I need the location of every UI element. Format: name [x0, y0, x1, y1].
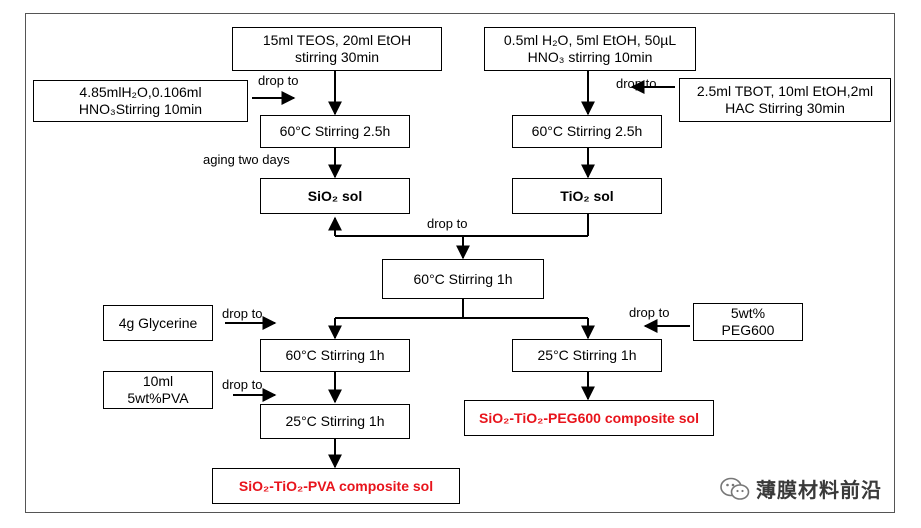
label-aging: aging two days: [203, 152, 290, 167]
pva-sol-box: SiO₂-TiO₂-PVA composite sol: [212, 468, 460, 504]
stir-left-label: 60°C Stirring 2.5h: [279, 123, 391, 139]
stir-left-box: 60°C Stirring 2.5h: [260, 115, 410, 148]
glycerine-box: 4g Glycerine: [103, 305, 213, 341]
peg-box: 5wt% PEG600: [693, 303, 803, 341]
stir-peg-label: 25°C Stirring 1h: [537, 347, 637, 363]
h2o-right-line-2: HNO₃ stirring 10min: [527, 49, 653, 65]
label-drop-to-left: drop to: [258, 73, 299, 88]
pva-box: 10ml 5wt%PVA: [103, 371, 213, 409]
stir-peg-box: 25°C Stirring 1h: [512, 339, 662, 372]
label-drop-to-pva: drop to: [222, 377, 263, 392]
stir-glyc-label: 60°C Stirring 1h: [285, 347, 385, 363]
stir-right-label: 60°C Stirring 2.5h: [531, 123, 643, 139]
stir-mid-label: 60°C Stirring 1h: [413, 270, 513, 287]
pva-sol-label: SiO₂-TiO₂-PVA composite sol: [238, 477, 434, 494]
peg-line-1: 5wt%: [730, 305, 766, 321]
pva-line-2: 5wt%PVA: [127, 390, 189, 406]
tbot-line-1: 2.5ml TBOT, 10ml EtOH,2ml: [696, 83, 874, 99]
peg-line-2: PEG600: [721, 322, 775, 338]
glycerine-label: 4g Glycerine: [118, 314, 198, 331]
diagram-frame: [25, 13, 895, 513]
stir-right-box: 60°C Stirring 2.5h: [512, 115, 662, 148]
h2o-right-box: 0.5ml H₂O, 5ml EtOH, 50µL HNO₃ stirring …: [484, 27, 696, 71]
wechat-icon: [720, 477, 750, 500]
tio2-sol-label: TiO₂ sol: [560, 187, 614, 204]
tbot-box: 2.5ml TBOT, 10ml EtOH,2ml HAC Stirring 3…: [679, 78, 891, 122]
tio2-sol-box: TiO₂ sol: [512, 178, 662, 214]
stir-glyc-box: 60°C Stirring 1h: [260, 339, 410, 372]
h2o-left-line-1: 4.85mlH₂O,0.106ml: [79, 84, 202, 100]
teos-box: 15ml TEOS, 20ml EtOH stirring 30min: [232, 27, 442, 71]
h2o-right-line-1: 0.5ml H₂O, 5ml EtOH, 50µL: [503, 32, 677, 48]
h2o-left-line-2: HNO₃Stirring 10min: [78, 101, 203, 117]
peg-sol-box: SiO₂-TiO₂-PEG600 composite sol: [464, 400, 714, 436]
sio2-sol-label: SiO₂ sol: [307, 187, 363, 204]
tbot-line-2: HAC Stirring 30min: [725, 100, 845, 116]
label-drop-to-right: drop to: [616, 76, 657, 91]
peg-sol-label: SiO₂-TiO₂-PEG600 composite sol: [479, 409, 699, 426]
watermark: 薄膜材料前沿: [720, 474, 882, 503]
sio2-sol-box: SiO₂ sol: [260, 178, 410, 214]
h2o-left-box: 4.85mlH₂O,0.106ml HNO₃Stirring 10min: [33, 80, 248, 122]
label-drop-to-peg: drop to: [629, 305, 670, 320]
stir-pva-label: 25°C Stirring 1h: [285, 413, 385, 429]
teos-line-2: stirring 30min: [294, 49, 380, 65]
label-drop-to-mid: drop to: [427, 216, 468, 231]
stir-pva-box: 25°C Stirring 1h: [260, 404, 410, 439]
stir-mid-box: 60°C Stirring 1h: [382, 259, 544, 299]
label-drop-to-glyc: drop to: [222, 306, 263, 321]
teos-line-1: 15ml TEOS, 20ml EtOH: [262, 32, 412, 48]
pva-line-1: 10ml: [142, 373, 174, 389]
watermark-text: 薄膜材料前沿: [756, 478, 882, 502]
